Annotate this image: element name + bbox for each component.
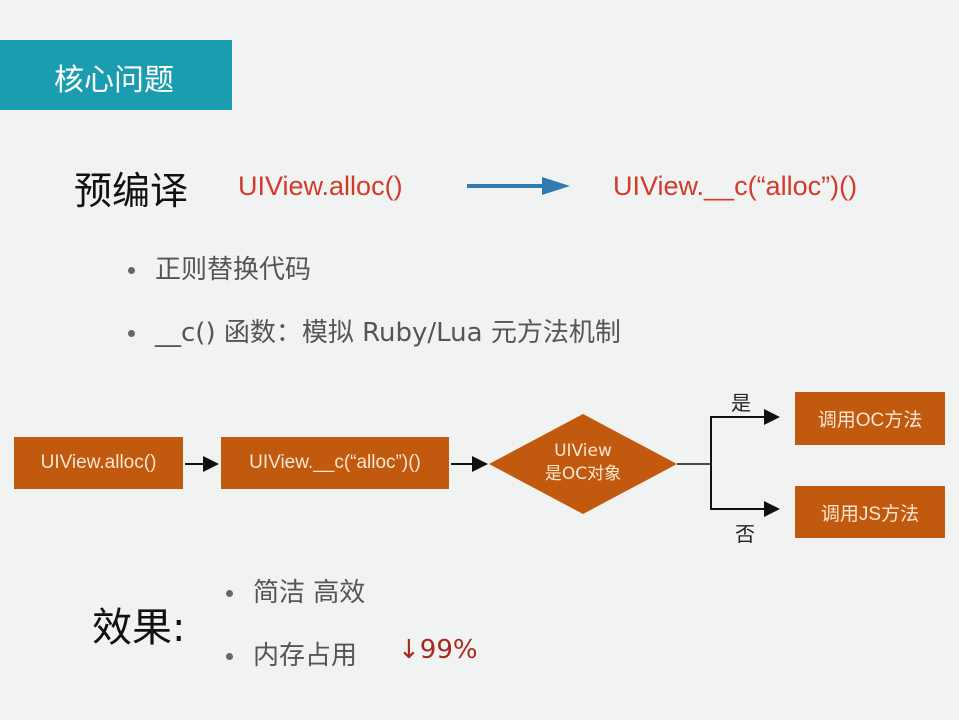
code-before: UIView.alloc() [238, 171, 403, 201]
transform-arrow-icon [467, 177, 570, 195]
decision-diamond [489, 414, 677, 514]
effect-label: 效果: [92, 605, 186, 651]
memory-reduction: ↓99% [398, 635, 478, 665]
flow-connectors [185, 409, 780, 517]
call-oc-box: 调用OC方法 [795, 392, 945, 445]
bullet-item: 正则替换代码 [128, 249, 311, 286]
flow-box-c: UIView.__c(“alloc”)() [221, 437, 449, 489]
bullet-item: 简洁 高效 [226, 572, 365, 609]
decision-line: UIView [554, 441, 612, 461]
decision-line: 是OC对象 [544, 464, 622, 484]
no-label: 否 [735, 522, 755, 546]
call-js-box: 调用JS方法 [795, 486, 945, 538]
bullet-item: __c() 函数：模拟 Ruby/Lua 元方法机制 [128, 312, 621, 349]
flow-box-alloc: UIView.alloc() [14, 437, 183, 489]
no-arrow [710, 464, 780, 517]
decision-text: UIView 是OC对象 [523, 440, 643, 486]
yes-label: 是 [731, 391, 751, 415]
bullet-item: 内存占用 [226, 635, 357, 672]
title-banner: 核心问题 [0, 40, 232, 110]
precompile-label: 预编译 [74, 169, 189, 213]
code-after: UIView.__c(“alloc”)() [613, 171, 858, 201]
yes-arrow [710, 409, 780, 509]
slide-title: 核心问题 [54, 63, 174, 98]
